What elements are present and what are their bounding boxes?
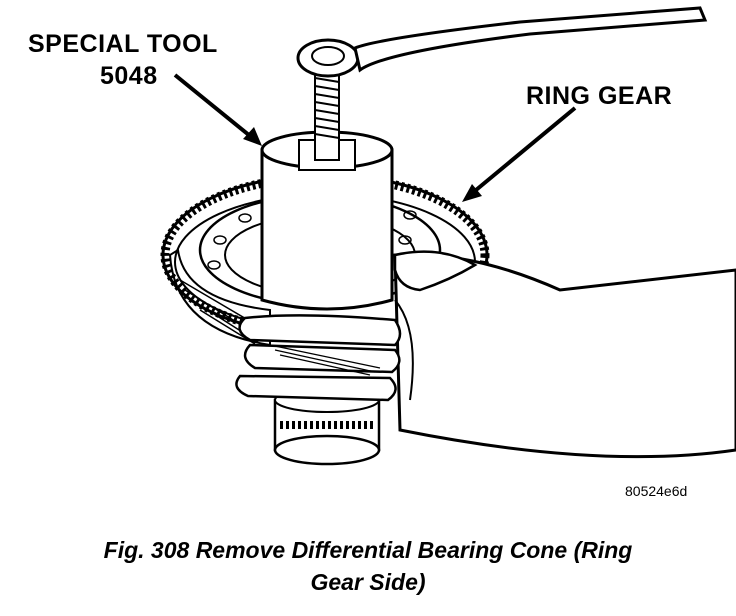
caption-line-1: Fig. 308 Remove Differential Bearing Con… xyxy=(103,537,633,563)
figure-caption: Fig. 308 Remove Differential Bearing Con… xyxy=(0,534,736,598)
illustration xyxy=(160,6,736,466)
tool-number-label: 5048 xyxy=(100,62,158,90)
caption-line-2: Gear Side) xyxy=(310,569,426,595)
ring-gear-label: RING GEAR xyxy=(526,82,673,110)
special-tool-5048 xyxy=(260,69,394,311)
wrench xyxy=(296,6,708,78)
special-tool-label: SPECIAL TOOL xyxy=(28,30,218,58)
pointer-arrows xyxy=(173,73,577,202)
figure-code: 80524e6d xyxy=(625,483,688,499)
hand xyxy=(235,250,736,459)
